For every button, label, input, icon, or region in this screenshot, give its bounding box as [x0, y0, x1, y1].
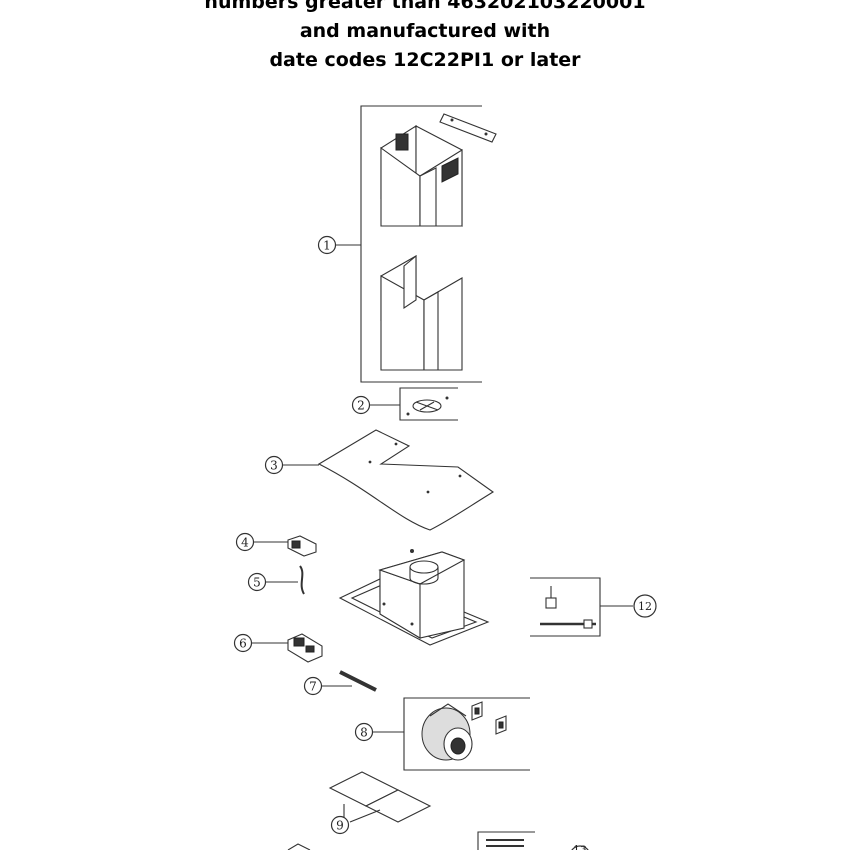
svg-text:9: 9: [336, 819, 344, 833]
svg-text:7: 7: [309, 680, 317, 694]
heading-line-1: numbers greater than 463202103220001: [204, 0, 646, 13]
svg-text:3: 3: [270, 459, 278, 473]
callout-8: 8: [354, 722, 374, 742]
svg-text:8: 8: [360, 726, 368, 740]
svg-text:13: 13: [573, 844, 587, 850]
callout-13: 13: [571, 844, 589, 850]
callout-9: 9: [330, 815, 350, 835]
part-12-wiring: [530, 577, 633, 637]
heading-line-3: date codes 12C22PI1 or later: [269, 49, 581, 71]
svg-text:2: 2: [357, 399, 365, 413]
part-9-filters: [328, 771, 432, 823]
callout-7: 7: [303, 676, 323, 696]
callout-2: 2: [351, 395, 371, 415]
heading-line-2: and manufactured with: [299, 20, 551, 42]
svg-text:1: 1: [323, 239, 331, 253]
part-1-chimney-covers: [327, 105, 497, 383]
svg-text:5: 5: [253, 576, 261, 590]
callout-6: 6: [233, 633, 253, 653]
callout-1: 1: [317, 235, 337, 255]
callout-5: 5: [247, 572, 267, 592]
svg-text:6: 6: [239, 637, 247, 651]
part-7-light-bar: [321, 670, 377, 692]
part-6-control-board: [252, 633, 323, 663]
svg-text:4: 4: [241, 536, 249, 550]
hood-body: [338, 549, 490, 646]
part-5-wire: [265, 565, 305, 595]
part-13-grease-tray: [287, 831, 535, 850]
part-2-mounting-plate: [361, 387, 458, 421]
callout-4: 4: [235, 532, 255, 552]
part-4-switch-block: [254, 535, 317, 557]
callout-12: 12: [633, 594, 657, 618]
callout-3: 3: [264, 455, 284, 475]
svg-text:12: 12: [638, 600, 652, 613]
part-3-glass-canopy: [282, 429, 494, 531]
part-8-blower: [373, 697, 530, 771]
